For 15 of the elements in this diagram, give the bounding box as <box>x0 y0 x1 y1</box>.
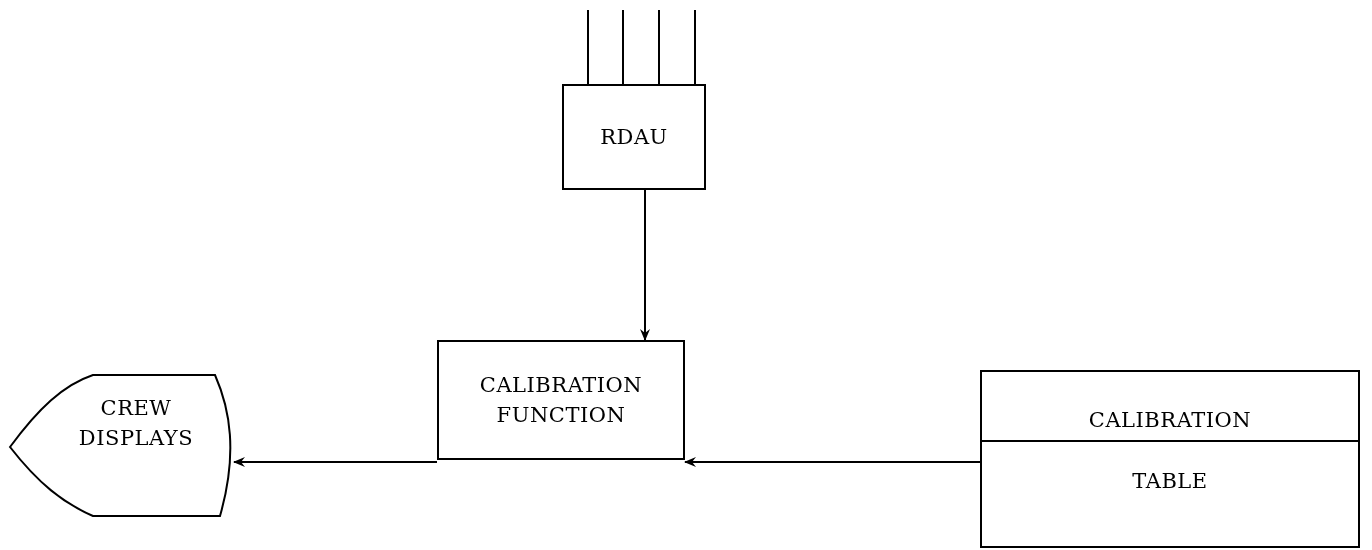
input-line <box>694 9 696 85</box>
arrow <box>233 457 438 467</box>
node-label: RDAU <box>600 124 668 151</box>
process-box <box>562 84 706 190</box>
node-label: CALIBRATION FUNCTION <box>478 372 644 429</box>
process-box <box>437 340 685 460</box>
node-label: TABLE <box>1132 468 1208 495</box>
input-line <box>587 9 589 85</box>
arrow <box>640 189 650 341</box>
arrow <box>684 457 981 467</box>
input-line <box>622 9 624 85</box>
node-label: CREW DISPLAYS <box>77 395 195 452</box>
node-label: CALIBRATION <box>1088 406 1252 434</box>
input-line <box>658 9 660 85</box>
process-box <box>980 370 1360 548</box>
